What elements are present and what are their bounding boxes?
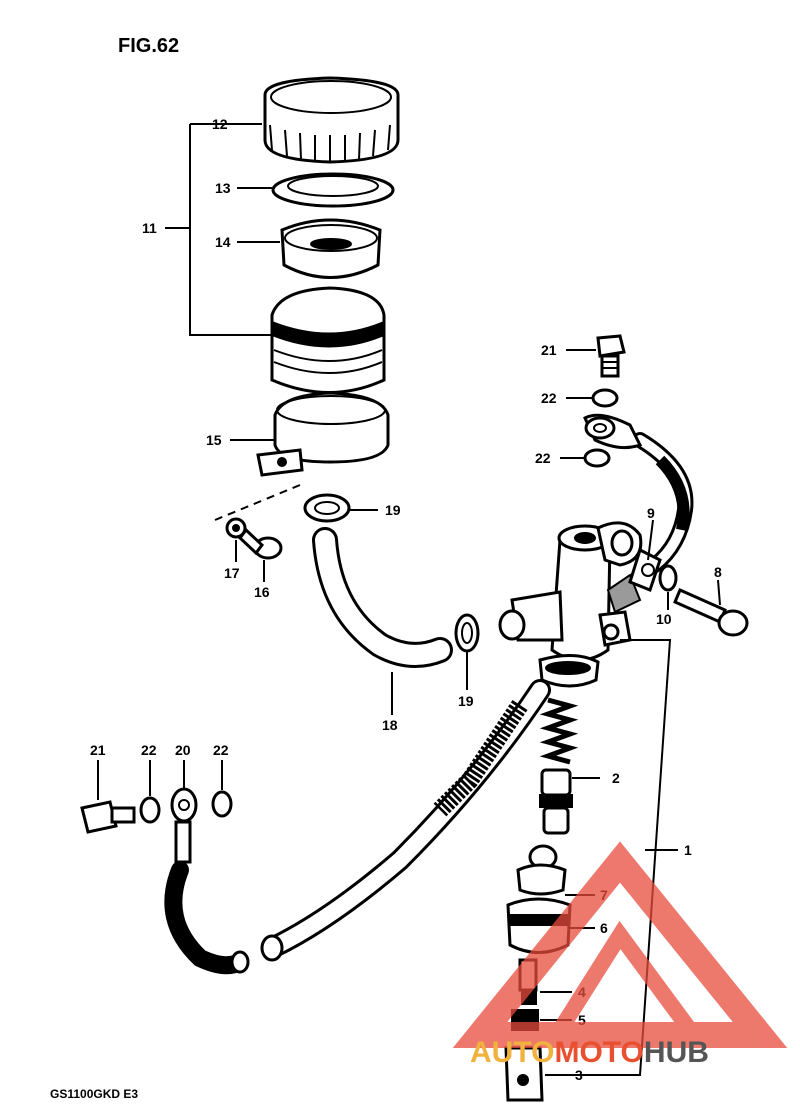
clevis-bracket	[628, 547, 678, 592]
callout-9: 9	[647, 505, 655, 521]
brake-hose-main	[260, 679, 551, 962]
callout-13: 13	[215, 180, 231, 196]
diaphragm-plate	[271, 172, 395, 208]
callout-19-lower: 19	[458, 693, 474, 709]
reservoir-cap	[263, 76, 400, 164]
callout-1: 1	[684, 842, 692, 858]
callout-22-top-2: 22	[535, 450, 551, 466]
callout-22-top-1: 22	[541, 390, 557, 406]
callout-5: 5	[578, 1012, 586, 1028]
callout-8: 8	[714, 564, 722, 580]
callout-16: 16	[254, 584, 270, 600]
leader-lines	[97, 123, 721, 1021]
callout-22-lower-1: 22	[141, 742, 157, 758]
return-spring	[539, 697, 579, 765]
reservoir-clamp	[256, 391, 390, 477]
callout-12: 12	[212, 116, 228, 132]
figure-title: FIG.62	[118, 35, 179, 57]
hose-clip-lower	[454, 613, 480, 653]
screw-16	[237, 527, 283, 560]
callout-14: 14	[215, 234, 231, 250]
diaphragm	[280, 218, 382, 279]
callout-15: 15	[206, 432, 222, 448]
brake-hose-lower	[164, 787, 250, 975]
washer-17	[225, 517, 247, 539]
callout-19-top: 19	[385, 502, 401, 518]
callout-11: 11	[142, 220, 157, 236]
watermark-logo	[452, 841, 788, 1048]
callout-3: 3	[575, 1067, 583, 1083]
callout-20: 20	[175, 742, 191, 758]
pivot-bolt-8	[673, 588, 749, 637]
reservoir-hose	[312, 527, 453, 668]
callout-6: 6	[600, 920, 608, 936]
gasket-top-1	[591, 388, 619, 408]
callout-2: 2	[612, 770, 620, 786]
union-bolt-top	[596, 334, 626, 378]
callout-17: 17	[224, 565, 240, 581]
callout-22-lower-2: 22	[213, 742, 229, 758]
watermark-text: AUTOMOTOHUB	[470, 1036, 709, 1069]
gasket-top-2	[583, 448, 611, 468]
callout-21-top: 21	[541, 342, 557, 358]
model-code: GS1100GKD E3	[50, 1087, 138, 1101]
reservoir-body	[270, 286, 386, 405]
gasket-lower-2	[211, 790, 233, 818]
piston	[539, 768, 573, 835]
gasket-lower-1	[139, 796, 161, 824]
bracket-11	[189, 124, 272, 336]
callout-18: 18	[382, 717, 398, 733]
union-bolt-lower	[80, 800, 136, 834]
callout-10: 10	[656, 611, 672, 627]
master-cylinder-body	[498, 521, 643, 688]
bracket-1	[545, 639, 672, 1076]
hose-clip-top	[303, 493, 351, 523]
callout-21-lower: 21	[90, 742, 106, 758]
brake-hose-upper	[583, 413, 694, 573]
